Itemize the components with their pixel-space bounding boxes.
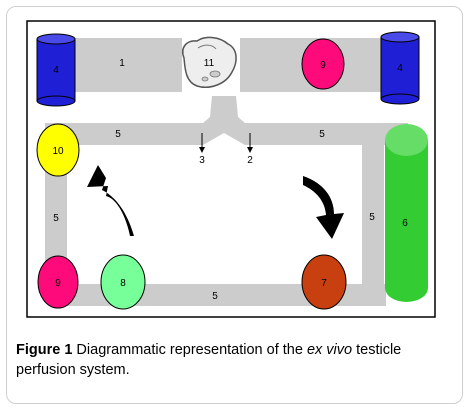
reservoir-left — [36, 33, 76, 107]
label-tube-right-vertical: 5 — [369, 212, 375, 223]
flow-arrow-3 — [199, 133, 205, 153]
diagram-frame — [26, 20, 436, 318]
tube-left-horizontal — [45, 123, 190, 145]
flow-arrow-2 — [247, 133, 253, 153]
label-reservoir-right: 4 — [397, 63, 403, 74]
caption-text-emphasis: ex vivo — [306, 342, 353, 358]
reservoir-right — [380, 31, 420, 105]
perfusion-diagram: 1 11 9 4 4 5 5 3 2 10 5 5 6 9 8 5 7 — [26, 20, 436, 318]
label-chamber-10: 10 — [52, 146, 64, 157]
heater-7 — [301, 254, 347, 310]
tube-left-vertical — [45, 145, 67, 285]
tube-junction — [190, 96, 260, 145]
label-heater-7: 7 — [321, 278, 327, 289]
label-arrow-3: 3 — [199, 155, 205, 166]
label-pump-bottom-left: 9 — [55, 278, 61, 289]
label-testicle: 11 — [204, 58, 215, 69]
flow-arrow-up-left — [87, 165, 134, 236]
chamber-10 — [36, 123, 80, 177]
label-arrow-2: 2 — [247, 155, 253, 166]
pump-bottom-left — [37, 255, 79, 309]
caption-text-post: testicle perfusion system. — [16, 342, 402, 378]
label-tube-top-left: 1 — [119, 58, 125, 69]
figure-label: Figure 1 — [16, 342, 73, 358]
label-pump-top-right: 9 — [320, 60, 326, 71]
label-oxygenator: 6 — [402, 218, 408, 229]
testicle-illustration — [182, 36, 237, 88]
oxygenator — [385, 124, 428, 302]
label-tube-bottom: 5 — [212, 291, 218, 302]
caption-text-pre: Diagrammatic representation of the — [72, 342, 307, 358]
label-filter-8: 8 — [120, 278, 126, 289]
tube-top-left — [60, 38, 182, 92]
figure-caption: Figure 1 Diagrammatic representation of … — [16, 340, 456, 380]
filter-8 — [100, 254, 146, 310]
label-reservoir-left: 4 — [53, 65, 59, 76]
flow-arrow-down-right — [303, 176, 344, 239]
label-tube-left-horizontal: 5 — [115, 129, 121, 140]
label-tube-left-vertical: 5 — [53, 213, 59, 224]
label-tube-right-horizontal: 5 — [319, 129, 325, 140]
tube-right-vertical — [362, 138, 384, 288]
pump-top-right — [301, 38, 345, 90]
